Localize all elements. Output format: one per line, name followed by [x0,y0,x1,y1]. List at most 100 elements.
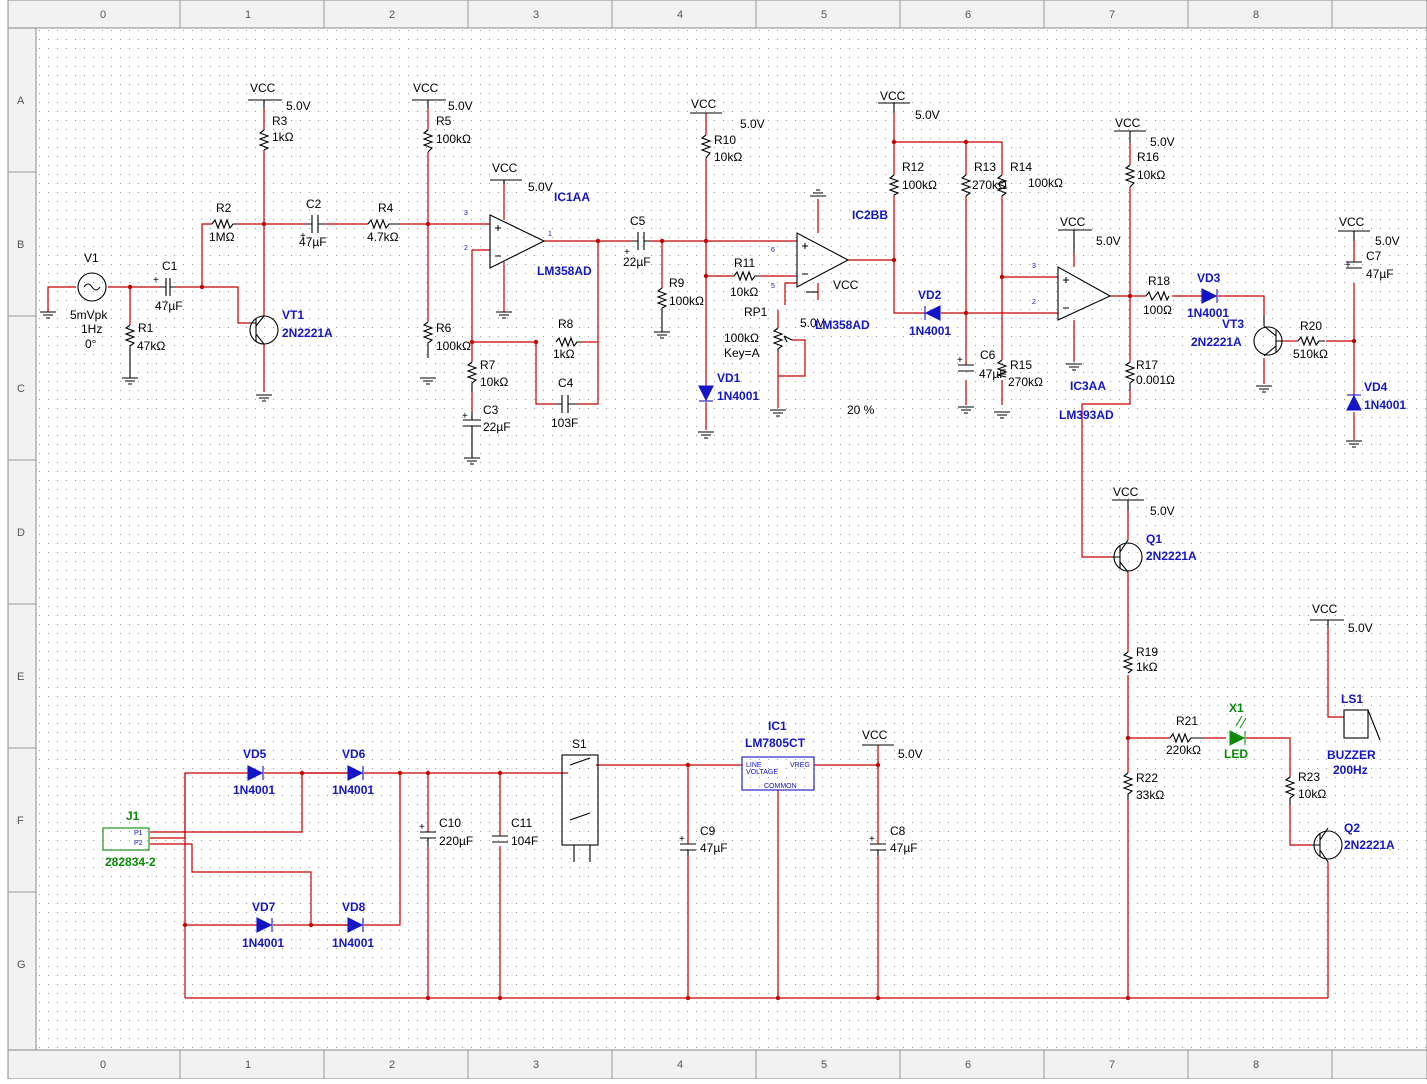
col-label: 4 [677,1059,683,1071]
polarity-mark: + [869,834,875,845]
ls1-type: BUZZER [1327,748,1376,762]
col-label: 7 [1109,9,1115,21]
rp1-ref: RP1 [744,305,768,319]
vd6-ref: VD6 [342,747,366,761]
v1-frequency: 1Hz [81,322,102,336]
voltage-label: 5.0V [528,180,553,194]
ic3aa-ref: IC3AA [1070,379,1106,393]
col-label: 3 [533,1059,539,1071]
pin-number: 2 [1032,299,1036,306]
r14-ref: R14 [1010,160,1032,174]
border-column-labels: 0 1 2 3 4 5 6 7 8 0 1 2 3 4 5 6 7 8 [100,9,1259,1071]
row-label: A [17,95,25,107]
vcc-label: VCC [833,278,859,292]
vcc-label: VCC [492,161,518,175]
ic3aa-value: LM393AD [1059,408,1114,422]
col-label: 2 [389,9,395,21]
voltage-label: 5.0V [1150,504,1175,518]
ic1-pin-line: LINE [746,762,762,769]
c9-value: 47µF [700,841,728,855]
row-label: F [17,815,24,827]
r19-ref: R19 [1136,645,1158,659]
row-label: B [17,239,24,251]
r3-value: 1kΩ [272,130,294,144]
col-label: 5 [821,9,827,21]
polarity-mark: + [679,834,685,845]
x1-ref: X1 [1229,701,1244,715]
vd4-value: 1N4001 [1364,398,1406,412]
ac-source-symbol [77,272,107,302]
voltage-label: 5.0V [448,99,473,113]
vd7-value: 1N4001 [242,936,284,950]
r10-ref: R10 [714,133,736,147]
polarity-mark: + [300,231,306,242]
vcc-label: VCC [1113,485,1139,499]
ic2bb-ref: IC2BB [852,208,888,222]
c1-ref: C1 [162,259,178,273]
r5-value: 100kΩ [436,132,471,146]
c4-ref: C4 [558,376,574,390]
col-label: 1 [245,9,251,21]
voltage-label: 5.0V [740,117,765,131]
junctions [127,139,1357,1001]
r11-ref: R11 [734,256,755,270]
s1-ref: S1 [572,737,587,751]
r7-value: 10kΩ [480,375,508,389]
col-label: 8 [1253,9,1259,21]
r13-ref: R13 [974,160,996,174]
c3-ref: C3 [483,403,499,417]
vd1-value: 1N4001 [717,389,759,403]
polarity-mark: + [957,355,963,366]
r10-value: 10kΩ [714,150,742,164]
q2-ref: Q2 [1344,821,1360,835]
q1-ref: Q1 [1146,532,1162,546]
vd8-value: 1N4001 [332,936,374,950]
vd1-ref: VD1 [717,371,741,385]
c3-value: 22µF [483,420,511,434]
r9-ref: R9 [669,276,685,290]
diodes [247,288,1362,933]
vd6-value: 1N4001 [332,783,374,797]
vcc-label: VCC [880,89,906,103]
v1-amplitude: 5mVpk [70,308,108,322]
r22-value: 33kΩ [1136,788,1164,802]
col-label: 0 [100,1059,106,1071]
r9-value: 100kΩ [669,294,704,308]
vcc-label: VCC [1060,215,1086,229]
r23-value: 10kΩ [1298,787,1326,801]
col-label: 4 [677,9,683,21]
pin-number: 5 [771,283,775,290]
symbols [40,99,1381,863]
c6-value: 47µF [979,367,1007,381]
c2-value: 47µF [299,235,327,249]
r20-value: 510kΩ [1293,347,1328,361]
j1-pin1: P1 [134,830,143,837]
vd7-ref: VD7 [252,900,276,914]
pin-number: 1 [548,231,552,238]
voltage-label: 5.0V [1348,621,1373,635]
col-label: 2 [389,1059,395,1071]
vcc-label: VCC [1312,602,1338,616]
led-symbol [1229,715,1247,746]
r6-ref: R6 [436,321,452,335]
wires [47,108,1355,999]
voltage-label: 5.0V [898,747,923,761]
c2-ref: C2 [306,197,322,211]
c8-ref: C8 [890,824,906,838]
pin-number: 3 [464,210,468,217]
voltage-label: 5.0V [1375,234,1400,248]
c7-value: 47µF [1366,267,1394,281]
c9-ref: C9 [700,824,716,838]
vd2-value: 1N4001 [909,324,951,338]
voltage-label: 5.0V [286,99,311,113]
r11-value: 10kΩ [730,285,758,299]
r3-ref: R3 [272,114,288,128]
v1-ref: V1 [84,251,99,265]
voltage-label: 5.0V [1150,135,1175,149]
polarity-mark: + [153,275,159,286]
row-label: G [17,959,26,971]
voltage-label: 5.0V [800,316,825,330]
q2-value: 2N2221A [1344,838,1395,852]
c10-value: 220µF [439,834,473,848]
